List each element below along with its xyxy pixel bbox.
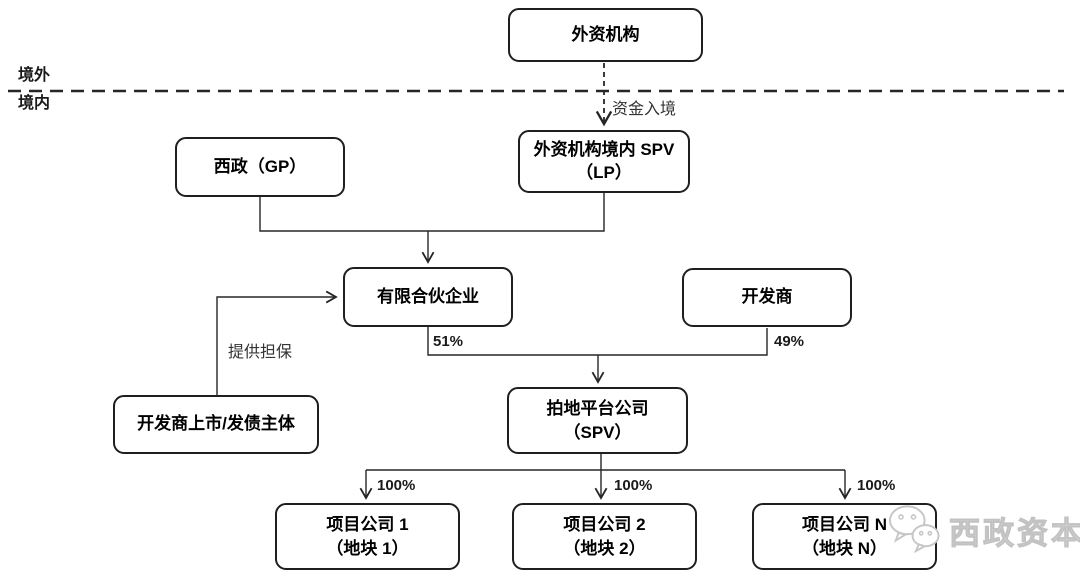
edge-label-capital-entry: 资金入境 (612, 101, 677, 118)
node-foreign-institution-label: 外资机构 (571, 24, 640, 44)
node-land-platform-line1: 拍地平台公司 (546, 398, 649, 418)
node-project-company-2-line2: （地块 2） (563, 538, 646, 558)
watermark: 西政资本 (886, 503, 1080, 558)
node-project-company-n: 项目公司 N （地块 N） (752, 503, 937, 570)
edge-guarantee (216, 290, 338, 395)
edge-label-developer-share: 49% (774, 333, 805, 350)
node-gp-label: 西政（GP） (213, 156, 307, 176)
watermark-brand: 西政资本 (949, 516, 1080, 552)
edge-label-project1-share: 100% (377, 477, 416, 494)
node-limited-partnership: 有限合伙企业 (343, 267, 513, 327)
node-project-company-2: 项目公司 2 （地块 2） (512, 503, 697, 570)
node-developer: 开发商 (682, 268, 852, 327)
node-foreign-institution: 外资机构 (508, 8, 703, 62)
node-developer-label: 开发商 (741, 287, 793, 307)
edge-label-projectn-share: 100% (857, 477, 896, 494)
edge-label-guarantee: 提供担保 (228, 344, 293, 361)
wechat-icon (886, 503, 942, 558)
region-label-onshore: 境内 (18, 95, 51, 112)
edge-label-lp-share: 51% (433, 333, 464, 350)
node-project-company-1-line2: （地块 1） (326, 538, 409, 558)
edge-label-project2-share: 100% (614, 477, 653, 494)
node-project-company-1-line1: 项目公司 1 (326, 514, 409, 534)
node-land-platform: 拍地平台公司 （SPV） (507, 387, 688, 454)
edge-gp-lp-junction (259, 193, 605, 232)
node-project-company-1: 项目公司 1 （地块 1） (275, 503, 460, 570)
node-developer-listed-entity-label: 开发商上市/发债主体 (137, 414, 295, 434)
edge-share-junction (427, 327, 768, 356)
node-project-company-2-line1: 项目公司 2 (563, 514, 646, 534)
node-gp: 西政（GP） (175, 137, 345, 197)
node-limited-partnership-label: 有限合伙企业 (377, 286, 479, 306)
node-project-company-n-line2: （地块 N） (802, 538, 887, 558)
region-label-offshore: 境外 (18, 67, 51, 84)
node-spv-lp: 外资机构境内 SPV （LP） (518, 130, 690, 193)
node-land-platform-line2: （SPV） (563, 422, 632, 442)
node-project-company-n-line1: 项目公司 N (802, 514, 887, 534)
node-spv-lp-line1: 外资机构境内 SPV (533, 139, 675, 159)
node-spv-lp-line2: （LP） (576, 162, 632, 182)
node-developer-listed-entity: 开发商上市/发债主体 (113, 395, 319, 454)
